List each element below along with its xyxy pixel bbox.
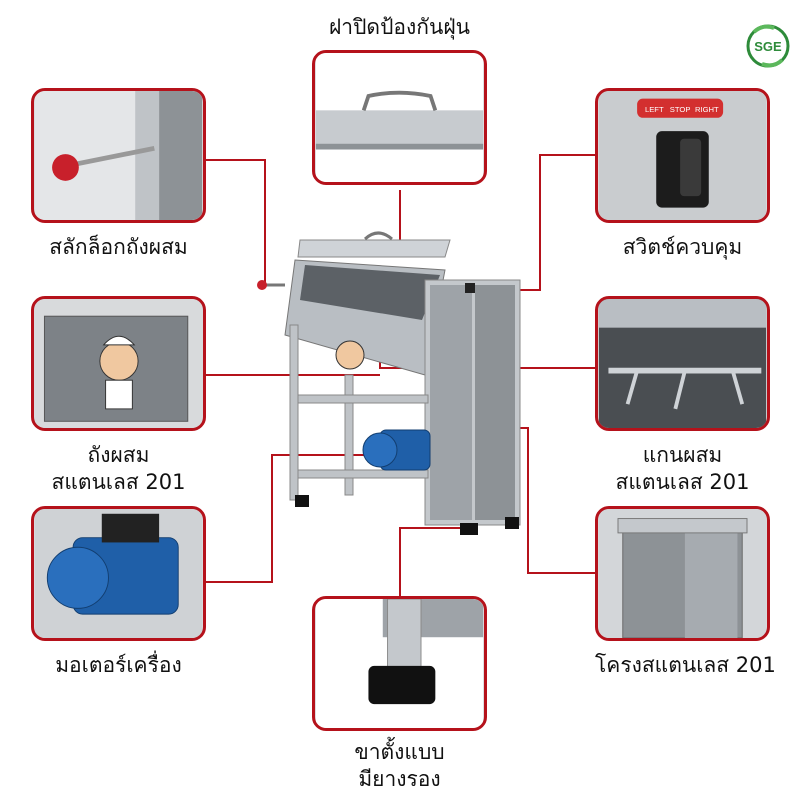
label-tank-line1: ถังผสม <box>87 443 150 467</box>
label-legs: ขาตั้งแบบ มียางรอง <box>312 739 487 793</box>
logo-text: SGE <box>754 39 782 54</box>
dough-mixer-machine <box>240 225 540 540</box>
label-shaft-line1: แกนผสม <box>642 443 723 467</box>
panel-motor <box>31 506 206 641</box>
label-tank-line2: สแตนเลส 201 <box>51 470 186 494</box>
panel-shaft <box>595 296 770 431</box>
panel-frame <box>595 506 770 641</box>
panel-switch: LEFT STOP RIGHT <box>595 88 770 223</box>
sge-logo: SGE <box>744 22 792 70</box>
label-motor: มอเตอร์เครื่อง <box>55 653 182 677</box>
switch-stop-text: STOP <box>670 105 691 114</box>
panel-legs <box>312 596 487 731</box>
label-legs-line2: มียางรอง <box>358 767 441 791</box>
label-switch: สวิตช์ควบคุม <box>622 235 743 259</box>
switch-left-text: LEFT <box>645 105 664 114</box>
label-frame: โครงสแตนเลส 201 <box>595 653 776 677</box>
panel-lid <box>312 50 487 185</box>
panel-lock-pin <box>31 88 206 223</box>
label-shaft: แกนผสม สแตนเลส 201 <box>595 442 770 496</box>
label-lock-pin: สลักล็อกถังผสม <box>49 235 188 259</box>
panel-tank <box>31 296 206 431</box>
label-lid: ฝาปิดป้องกันฝุ่น <box>329 15 470 39</box>
switch-right-text: RIGHT <box>695 105 719 114</box>
label-shaft-line2: สแตนเลส 201 <box>615 470 750 494</box>
label-legs-line1: ขาตั้งแบบ <box>354 740 445 764</box>
label-tank: ถังผสม สแตนเลส 201 <box>31 442 206 496</box>
